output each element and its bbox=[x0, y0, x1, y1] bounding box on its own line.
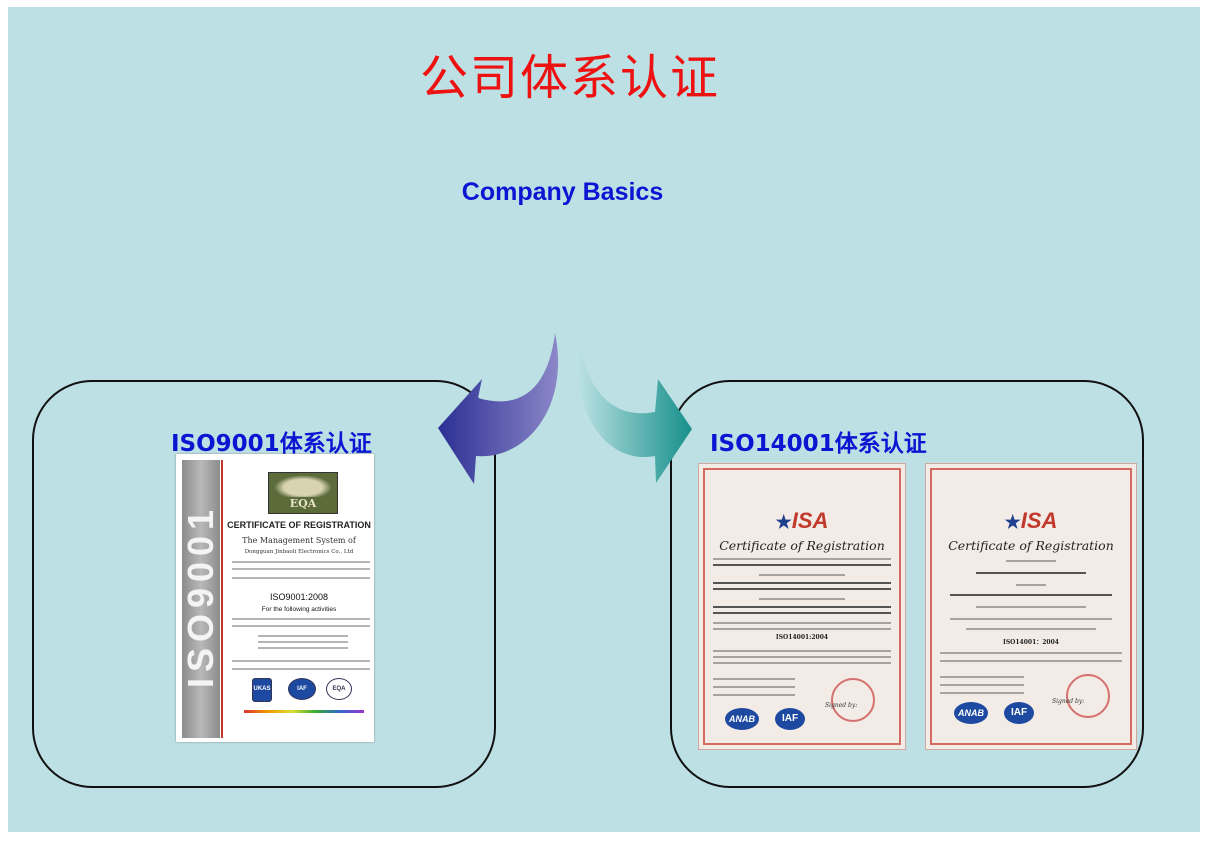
certificate-company: Dongguan Jinbaoli Electronics Co., Ltd bbox=[244, 549, 354, 555]
certificate-text-line bbox=[940, 660, 1122, 662]
certificate-text-line bbox=[258, 635, 348, 637]
certificate-standard: ISO14001：2004 bbox=[1003, 639, 1059, 646]
certificate-management-line: The Management System of bbox=[242, 536, 356, 545]
page-title: 公司体系认证 bbox=[419, 50, 720, 106]
certificate-color-stripe bbox=[244, 710, 364, 713]
ukas-badge-icon: UKAS bbox=[252, 678, 272, 702]
certificate-text-line bbox=[950, 594, 1112, 596]
certificate-text-line bbox=[713, 650, 891, 652]
certificate-text-line bbox=[713, 662, 891, 664]
certificate-text-line bbox=[258, 641, 348, 643]
certificate-text-line bbox=[232, 577, 370, 579]
anab-badge-icon: ANAB bbox=[954, 702, 988, 724]
certificate-text-line bbox=[713, 628, 891, 630]
star-icon: ★ bbox=[1004, 512, 1021, 532]
iso9001-certificate-image: ISO9001 EQA CERTIFICATE OF REGISTRATION … bbox=[176, 454, 374, 742]
certificate-text-line bbox=[713, 588, 891, 590]
certificate-text-line bbox=[232, 618, 370, 620]
certificate-text-line bbox=[940, 676, 1024, 678]
red-seal-icon bbox=[831, 678, 875, 722]
certificate-text-line bbox=[940, 684, 1024, 686]
certificate-text-line bbox=[713, 656, 891, 658]
eqa-logo: EQA bbox=[268, 472, 338, 514]
certificate-text-line bbox=[713, 564, 891, 566]
certificate-side-band bbox=[182, 460, 220, 738]
certificate-text-line bbox=[940, 652, 1122, 654]
isa-logo-text: ISA bbox=[1020, 508, 1058, 533]
certificate-heading: Certificate of Registration bbox=[948, 538, 1114, 553]
certificate-border bbox=[703, 468, 901, 745]
certificate-text-line bbox=[940, 692, 1024, 694]
certificate-text-line bbox=[976, 572, 1086, 574]
iso14001-label: ISO14001体系认证 bbox=[710, 431, 927, 457]
certificate-text-line bbox=[232, 668, 370, 670]
certificate-standard: ISO14001:2004 bbox=[775, 634, 829, 641]
certificate-heading: Certificate of Registration bbox=[719, 538, 885, 553]
star-icon: ★ bbox=[775, 512, 792, 532]
certificate-text-line bbox=[1006, 560, 1056, 562]
signature-label: Signed by: bbox=[1052, 698, 1085, 705]
iso14001-certificate-chinese: ★ISA Certificate of Registration ISO1400… bbox=[925, 463, 1137, 750]
red-seal-icon bbox=[1066, 674, 1110, 718]
eqa-badge-icon: EQA bbox=[326, 678, 352, 700]
iso14001-panel bbox=[670, 380, 1144, 788]
iaf-badge-icon: IAF bbox=[1004, 702, 1034, 724]
world-map-icon bbox=[269, 473, 337, 497]
certificate-activities: For the following activities bbox=[261, 606, 337, 613]
signature-label: Signed by: bbox=[825, 702, 858, 709]
certificate-badges: UKAS IAF EQA bbox=[252, 678, 362, 702]
certificate-text-line bbox=[976, 606, 1086, 608]
certificate-text-line bbox=[232, 625, 370, 627]
anab-badge-icon: ANAB bbox=[725, 708, 759, 730]
right-curved-arrow-icon bbox=[576, 333, 692, 483]
certificate-text-line bbox=[713, 678, 795, 680]
isa-logo-text: ISA bbox=[791, 508, 829, 533]
iaf-badge-icon: IAF bbox=[775, 708, 805, 730]
certificate-text-line bbox=[713, 622, 891, 624]
certificate-text-line bbox=[1016, 584, 1046, 586]
eqa-logo-text: EQA bbox=[289, 497, 317, 510]
certificate-text-line bbox=[713, 606, 891, 608]
certificate-text-line bbox=[258, 647, 348, 649]
certificate-divider bbox=[221, 460, 223, 738]
iso9001-label: ISO9001体系认证 bbox=[171, 431, 372, 457]
iso9001-panel bbox=[32, 380, 496, 788]
iso14001-certificate-english: ★ISA Certificate of Registration ISO1400… bbox=[698, 463, 906, 750]
isa-logo: ★ISA bbox=[699, 508, 905, 534]
certificate-text-line bbox=[759, 574, 845, 576]
iaf-badge-icon: IAF bbox=[288, 678, 316, 700]
certificate-text-line bbox=[950, 618, 1112, 620]
certificate-text-line bbox=[713, 686, 795, 688]
certificate-heading: CERTIFICATE OF REGISTRATION bbox=[227, 520, 371, 530]
certificate-text-line bbox=[713, 582, 891, 584]
certificate-text-line bbox=[232, 568, 370, 570]
certificate-text-line bbox=[713, 612, 891, 614]
certificate-text-line bbox=[713, 558, 891, 560]
certificate-text-line bbox=[713, 694, 795, 696]
left-curved-arrow-icon bbox=[438, 333, 559, 484]
page-subtitle: Company Basics bbox=[461, 178, 664, 206]
certificate-text-line bbox=[232, 561, 370, 563]
certificate-band-text: ISO9001 bbox=[180, 503, 221, 689]
certificate-text-line bbox=[759, 598, 845, 600]
certificate-text-line bbox=[232, 660, 370, 662]
isa-logo: ★ISA bbox=[926, 508, 1136, 534]
certificate-standard: ISO9001:2008 bbox=[269, 592, 329, 602]
certificate-border bbox=[930, 468, 1132, 745]
certificate-text-line bbox=[966, 628, 1096, 630]
